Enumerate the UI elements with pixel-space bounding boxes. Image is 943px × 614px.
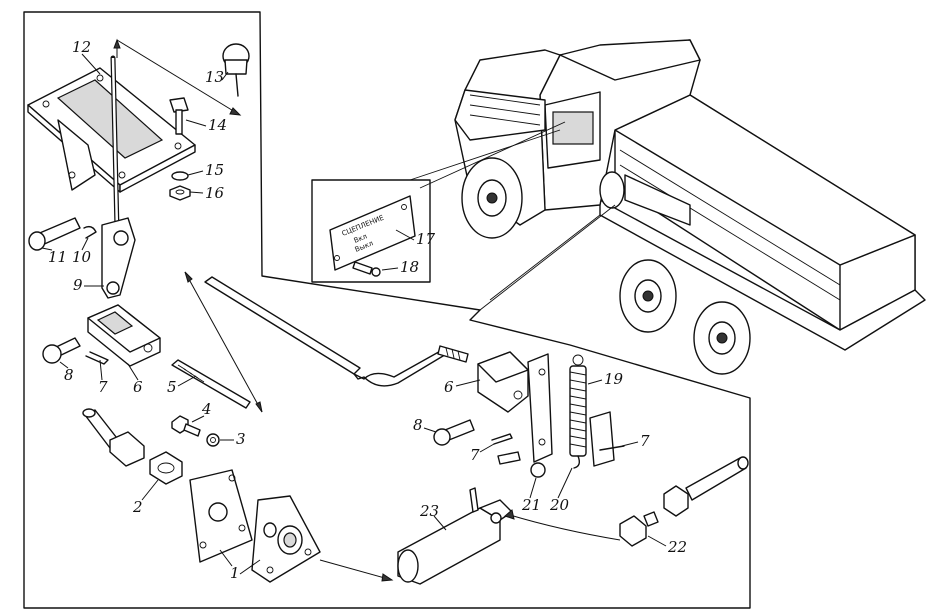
fork-clevis-left bbox=[87, 304, 161, 367]
bolt bbox=[169, 97, 189, 135]
callout-1: 1 bbox=[230, 564, 240, 582]
fork-clevis-right bbox=[477, 351, 529, 413]
callout-23: 23 bbox=[419, 502, 439, 520]
callout-7-left: 7 bbox=[98, 378, 108, 396]
callout-3: 3 bbox=[236, 430, 246, 448]
callout-4: 4 bbox=[201, 400, 212, 418]
retainer-plate bbox=[589, 411, 625, 467]
callout-6-right: 6 bbox=[444, 378, 454, 396]
pipe-fitting-left bbox=[82, 408, 145, 467]
callout-19: 19 bbox=[604, 370, 624, 388]
callout-16: 16 bbox=[205, 184, 225, 202]
return-spring bbox=[569, 354, 587, 469]
truck-illustration bbox=[409, 39, 926, 375]
pipe-fitting-22 bbox=[619, 511, 659, 547]
callout-6-left: 6 bbox=[133, 378, 143, 396]
union-nut bbox=[149, 451, 183, 485]
section-frame bbox=[23, 11, 751, 609]
threaded-rod bbox=[171, 271, 263, 413]
mounting-flanges bbox=[189, 469, 394, 583]
bolt-and-washer bbox=[171, 415, 220, 447]
callout-17: 17 bbox=[416, 230, 436, 248]
lever-knob bbox=[222, 43, 250, 97]
pin-and-cotter bbox=[28, 217, 97, 251]
lever-assembly bbox=[27, 38, 242, 299]
callout-2: 2 bbox=[132, 498, 143, 516]
callout-7-far-right: 7 bbox=[640, 432, 650, 450]
clutch-cylinder bbox=[397, 487, 621, 585]
callout-11: 11 bbox=[48, 248, 67, 266]
callout-22: 22 bbox=[667, 538, 687, 556]
callout-8-right: 8 bbox=[413, 416, 423, 434]
washer-and-nut bbox=[169, 171, 191, 201]
pin-and-cotter-right bbox=[433, 419, 521, 465]
callout-numbers: 12 13 14 15 16 11 10 9 8 7 6 5 4 3 2 1 1… bbox=[41, 38, 687, 582]
pipe-fitting-right bbox=[663, 456, 749, 517]
callout-20: 20 bbox=[549, 496, 570, 514]
callout-12: 12 bbox=[72, 38, 91, 56]
callout-18: 18 bbox=[400, 258, 419, 276]
callout-10: 10 bbox=[72, 248, 92, 266]
callout-13: 13 bbox=[205, 68, 224, 86]
callout-21: 21 bbox=[521, 496, 541, 514]
bracket-plate bbox=[527, 353, 553, 478]
pin-and-cotter-left bbox=[42, 337, 109, 365]
callout-15: 15 bbox=[205, 161, 224, 179]
callout-5: 5 bbox=[167, 378, 177, 396]
crank-rod bbox=[204, 276, 469, 387]
callout-14: 14 bbox=[208, 116, 227, 134]
callout-9: 9 bbox=[73, 276, 83, 294]
callout-8-left: 8 bbox=[64, 366, 74, 384]
callout-7-right: 7 bbox=[470, 446, 480, 464]
